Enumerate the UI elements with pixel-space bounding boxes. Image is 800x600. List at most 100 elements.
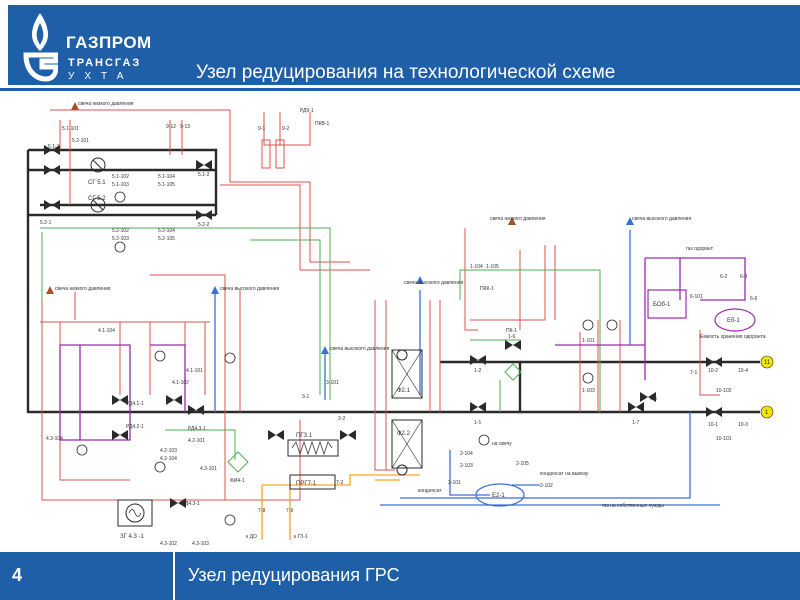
tag-t41: 10-101 (716, 436, 732, 442)
pressure-gauges (76, 191, 618, 526)
tag-t48: 7-8 (258, 508, 265, 514)
tag-t42: 10-2 (708, 368, 718, 374)
rd43-label: РД4.3-1 (188, 426, 206, 432)
purple-lines (59, 257, 746, 441)
marker-1: 1 (765, 410, 769, 416)
tag-t24: 4.3-102 (160, 541, 177, 547)
svecha-low-2: свеча низкого давления (55, 286, 111, 292)
tag-t45: 10-4 (738, 368, 748, 374)
fi-label: ФИ4-1 (230, 478, 245, 484)
footer-title: Узел редуцирования ГРС (188, 565, 400, 585)
pk-label: ПК-1 (506, 328, 517, 334)
orange-lines (261, 474, 420, 540)
odorant-unit: БОб-1 Еб-1 (647, 289, 756, 332)
gas-meters (90, 157, 106, 213)
eb-label: Еб-1 (727, 318, 740, 324)
divider (0, 88, 800, 91)
logo-sub1: ТРАНСГАЗ (68, 57, 142, 69)
tag-t7: 5.1-105 (158, 182, 175, 188)
pkv-label: ПКВ-1 (315, 121, 330, 127)
tag-t17: 9-1 (258, 126, 265, 132)
tag-t21: 4.1-102 (172, 380, 189, 386)
tag-t56: 4.2-103 (160, 448, 177, 454)
tag-t57: 4.2-104 (160, 456, 177, 462)
svecha-low-1: свеча низкого давления (78, 101, 134, 107)
sg52-label: СГ 5.2 (88, 196, 106, 202)
tag-t50: 3-1 (302, 394, 309, 400)
tag-t16: 9-13 (180, 124, 190, 130)
svecha-low-3: свеча низкого давления (490, 216, 546, 222)
prg-label: ПРГ7-1 (296, 481, 317, 487)
title-band (173, 5, 800, 85)
tag-t12: 5.2-104 (158, 228, 175, 234)
tag-t52: 1-101 (582, 338, 595, 344)
gaz-odorant: газ одорант (686, 246, 714, 252)
tag-t58: 4.3-104 (46, 436, 63, 442)
gaz-nuzhdy: газ на собственные нужды (602, 503, 664, 509)
svecha-high-4: свеча высокого давления (632, 216, 691, 222)
compressor (117, 499, 153, 527)
yellow-markers (760, 355, 774, 419)
tag-t14: 5.2-2 (198, 222, 210, 228)
tag-t38: 6-3 (740, 274, 747, 280)
green-lines (40, 227, 601, 460)
tag-t55: 1-105 (486, 264, 499, 270)
kondensat: конденсат (418, 488, 442, 494)
logo: ГАЗПРОМ ТРАНСГАЗ УХТА (8, 5, 173, 85)
bo-label: БОб-1 (653, 302, 671, 308)
logo-sub2: УХТА (68, 71, 134, 82)
logo-name: ГАЗПРОМ (66, 33, 152, 52)
tag-t25: 4.3-103 (192, 541, 209, 547)
tag-t40: 10-1 (708, 422, 718, 428)
svecha-high-1: свеча высокого давления (220, 286, 279, 292)
valves (44, 145, 722, 508)
tag-t1: 5.1-1 (48, 144, 60, 150)
to-gz: к ГЗ-1 (294, 534, 308, 540)
tag-t23: 4.3-101 (200, 466, 217, 472)
tag-t13: 5.2-105 (158, 236, 175, 242)
rd42-label: РД4.2-1 (126, 424, 144, 430)
red-lines (40, 109, 720, 501)
kondensat-vyvoz: конденсат на вывозу (540, 471, 589, 477)
vent-arrows (46, 102, 634, 354)
tag-t39: 6-6 (750, 296, 757, 302)
tag-t9: 5.2-1 (40, 220, 52, 226)
footer (0, 552, 800, 600)
tag-t31: 1-1 (474, 420, 481, 426)
tag-t37: 6-2 (720, 274, 727, 280)
relief-valves (261, 139, 285, 169)
tag-t6: 5.1-104 (158, 174, 175, 180)
filter-fi (227, 451, 249, 473)
condensate-tank: Е2-1 (475, 483, 525, 507)
tag-t54: 1-104 (470, 264, 483, 270)
tag-t19: 4.1-104 (98, 328, 115, 334)
tag-t8: 5.1-2 (198, 172, 210, 178)
tag-t35: 6-1 (650, 396, 657, 402)
svecha-high-2: свеча высокого давления (330, 346, 389, 352)
main-pipe (26, 148, 760, 414)
na-svechu: на свечу (492, 441, 512, 447)
tag-t11: 5.2-103 (112, 236, 129, 242)
tag-t51: 3-101 (326, 380, 339, 386)
tag-t44: 10-3 (738, 422, 748, 428)
tag-t3: 5.2-101 (72, 138, 89, 144)
tag-t26: 2-101 (448, 480, 461, 486)
process-scheme: БОб-1 Еб-1 Ф2.1 Ф2.2 ПГЗ.1 ПРГ7-1 ЗГ 4.3… (26, 101, 774, 547)
tag-t20: 4.1-101 (186, 368, 203, 374)
tag-t49: 7-9 (286, 508, 293, 514)
page-title: Узел редуцирования на технологической сх… (196, 62, 616, 83)
f22-label: Ф2.2 (397, 431, 411, 437)
marker-11: 11 (764, 360, 771, 366)
tag-t18: 9-2 (282, 126, 289, 132)
pg3-label: ПГЗ.1 (296, 433, 313, 439)
filter-separators (391, 349, 423, 476)
tag-t22: 4.2-101 (188, 438, 205, 444)
tag-t59: 3-2 (338, 416, 345, 422)
filter-small (504, 363, 522, 381)
tag-t47: 7-2 (336, 480, 343, 486)
tag-t29: 2-104 (460, 451, 473, 457)
page-number: 4 (12, 565, 23, 585)
tag-t4: 5.1-102 (112, 174, 129, 180)
zg-label: ЗГ 4.3 -1 (120, 534, 145, 540)
tag-t43: 10-102 (716, 388, 732, 394)
